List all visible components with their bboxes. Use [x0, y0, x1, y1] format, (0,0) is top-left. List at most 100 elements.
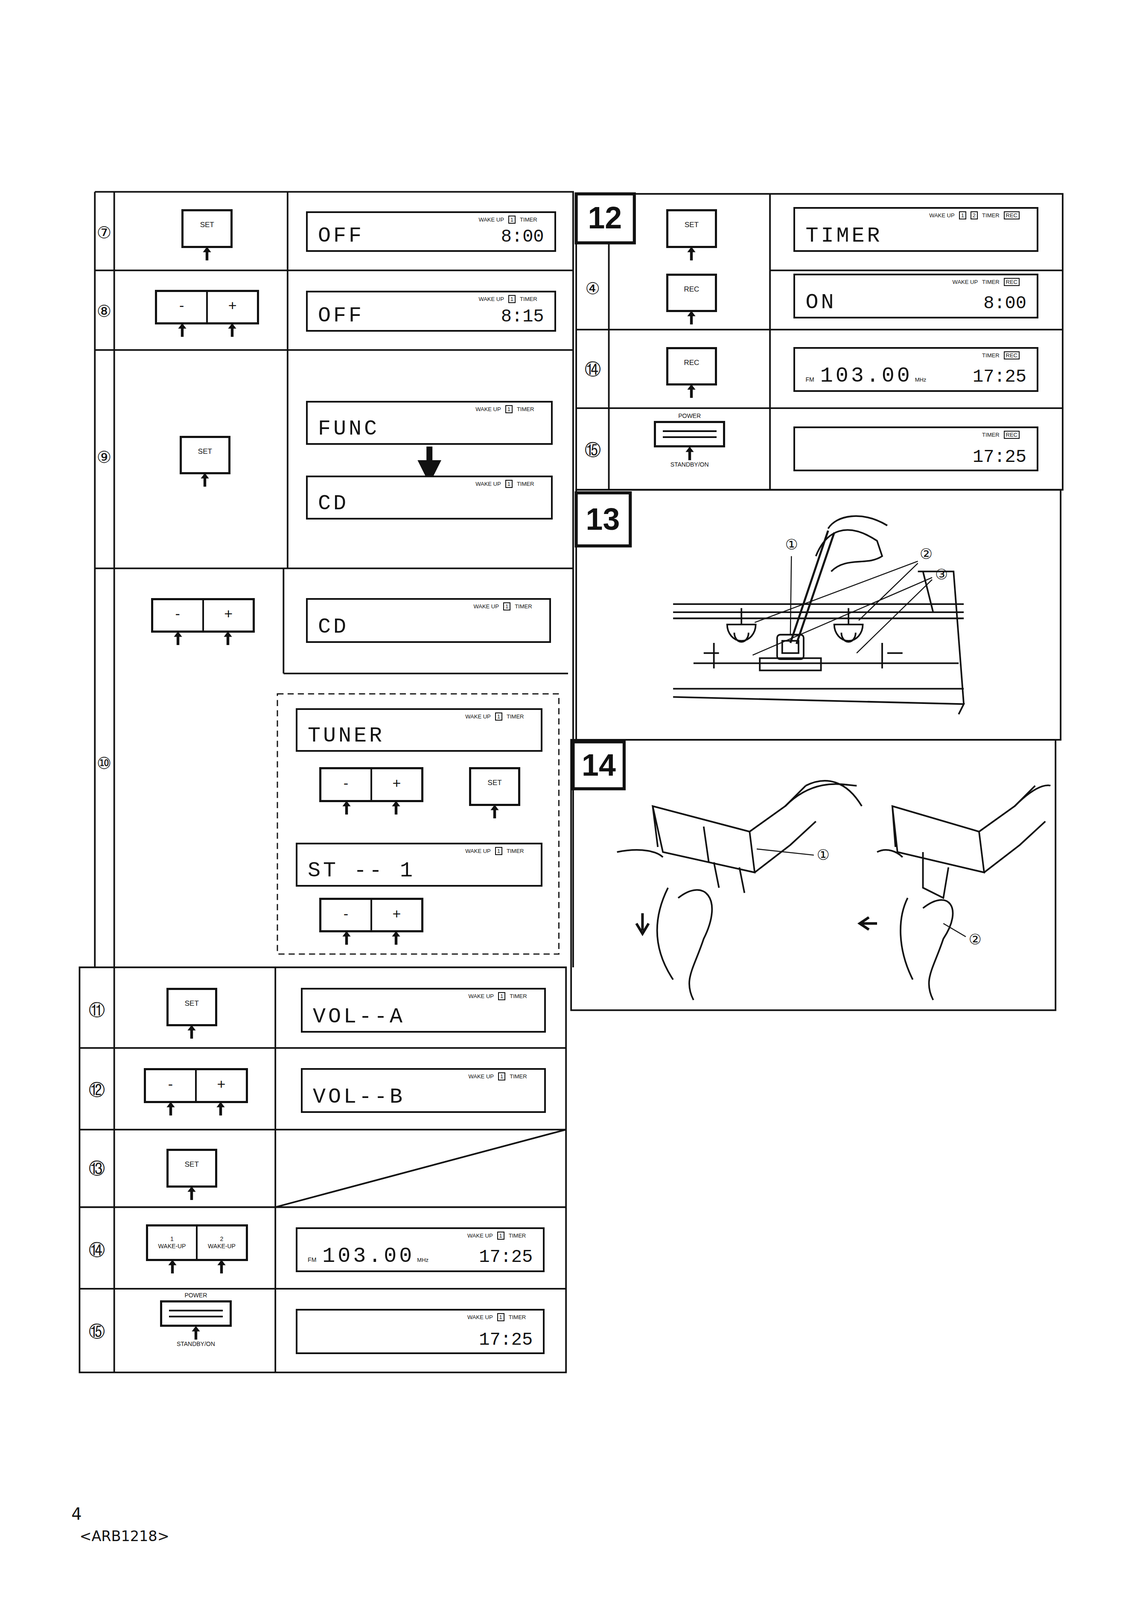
indicator: TIMER: [982, 212, 1000, 219]
indicator: TIMER: [516, 480, 534, 487]
section-number: 12: [587, 203, 622, 234]
press-arrow: [191, 1325, 201, 1340]
callout-number: ③: [935, 567, 948, 582]
indicator: 1: [959, 211, 967, 220]
button-label: SET: [184, 1160, 199, 1169]
switch-label: POWER: [678, 412, 701, 420]
lcd-display: TIMERREC 17:25: [793, 426, 1039, 472]
indicator: 1: [495, 712, 503, 721]
button: 1WAKE-UP2WAKE-UP: [145, 1224, 248, 1261]
indicator: TIMER: [509, 992, 527, 1000]
press-arrow: [173, 631, 183, 645]
press-arrow: [391, 800, 401, 815]
indicator-row: WAKE UP1TIMER: [467, 1312, 526, 1321]
display-row: CD: [317, 616, 540, 638]
switch-body: [653, 420, 726, 448]
button: SET: [469, 766, 521, 806]
indicator: WAKE UP: [929, 212, 955, 219]
callout-number: ⑭: [584, 361, 601, 378]
button-half: -: [321, 769, 371, 800]
display-row: VOL--B: [312, 1086, 534, 1108]
press-arrow: [686, 310, 697, 325]
indicator-row: WAKE UP1TIMER: [465, 846, 524, 855]
button: -+: [154, 289, 260, 325]
indicator: WAKE UP: [952, 278, 978, 286]
button-label: SET: [684, 220, 699, 230]
display-row: FM103.00MHz17:25: [307, 1245, 533, 1267]
indicator: 1: [498, 1072, 506, 1081]
press-arrow: [341, 800, 352, 815]
button-half: -: [157, 291, 207, 323]
switch-bar: [169, 1309, 223, 1318]
lcd-display: WAKE UP1TIMER ST -- 1: [295, 842, 543, 887]
button: REC: [666, 346, 718, 386]
indicator: WAKE UP: [473, 603, 499, 610]
indicator: TIMER: [508, 1313, 526, 1321]
display-row: VOL--A: [312, 1005, 534, 1028]
press-arrow-wrap: [685, 447, 695, 461]
display-row: 17:25: [307, 1330, 533, 1349]
unit-label: MHz: [915, 376, 927, 383]
indicator-row: TIMERREC: [982, 351, 1020, 360]
lcd-display: WAKE UP1TIMERCD: [306, 597, 551, 643]
indicator-row: TIMERREC: [982, 430, 1020, 439]
indicator: 1: [508, 215, 516, 224]
display-text: ST -- 1: [307, 859, 416, 882]
lcd-display: WAKE UP1TIMERFUNC: [306, 400, 553, 445]
display-row: 17:25: [805, 448, 1027, 467]
press-arrow: [186, 1024, 197, 1039]
indicator: TIMER: [982, 431, 1000, 438]
band-label: FM: [805, 376, 814, 383]
display-row: OFF8:00: [317, 225, 545, 247]
clock-readout: 17:25: [478, 1330, 533, 1349]
button: SET: [181, 209, 233, 248]
button-half: +: [195, 1069, 246, 1101]
button-label: WAKE-UP: [158, 1242, 187, 1250]
indicator: 1: [503, 602, 511, 611]
callout-number: ⑫: [88, 1081, 105, 1098]
callout-number: ⑭: [88, 1241, 105, 1258]
switch-label: POWER: [184, 1291, 207, 1299]
callout-number: ⑨: [96, 448, 112, 466]
unit-label: MHz: [416, 1256, 429, 1263]
indicator-row: WAKE UP1TIMER: [468, 1072, 527, 1081]
display-row: FM103.00MHz17:25: [805, 365, 1027, 387]
callout-number: ②: [919, 546, 933, 561]
lcd-display: WAKE UP1TIMERFM103.00MHz17:25: [295, 1227, 545, 1272]
press-arrow: [166, 1101, 176, 1116]
section-number: 13: [585, 504, 621, 535]
lcd-display: WAKE UP1TIMER 17:25: [295, 1308, 545, 1354]
button-label: SET: [198, 447, 213, 456]
section-number: 14: [581, 749, 616, 781]
lcd-display: WAKE UP1TIMERVOL--A: [300, 987, 546, 1033]
button: -+: [319, 766, 424, 802]
clock-readout: 17:25: [478, 1247, 533, 1266]
button-half: +: [370, 769, 422, 800]
press-arrow: [686, 384, 697, 398]
indicator-row: WAKE UP1TIMER: [475, 479, 534, 488]
clock-readout: 17:25: [972, 367, 1027, 386]
callout-number: ①: [816, 847, 830, 862]
indicator: REC: [1003, 351, 1020, 360]
indicator: WAKE UP: [468, 992, 494, 1000]
button-label: 2: [220, 1235, 224, 1243]
switch-body: [160, 1300, 232, 1327]
display-text: CD: [317, 616, 349, 638]
callout-number: ⑬: [88, 1159, 105, 1176]
callout-number: ①: [785, 537, 799, 552]
press-arrow: [227, 323, 237, 337]
button: -+: [151, 597, 256, 633]
indicator: TIMER: [519, 216, 537, 223]
press-arrow: [391, 930, 401, 945]
display-text: 103.00: [322, 1245, 415, 1267]
callout-number: ④: [585, 280, 600, 297]
press-arrow: [216, 1259, 227, 1274]
indicator-row: WAKE UP1TIMER: [475, 405, 534, 414]
indicator: WAKE UP: [478, 295, 504, 303]
button-sign: -: [175, 606, 181, 621]
clock-readout: 8:00: [501, 227, 545, 246]
button-label: SET: [487, 778, 502, 788]
press-arrow: [167, 1259, 178, 1274]
lcd-display: WAKE UPTIMERRECON8:00: [793, 273, 1039, 319]
press-arrow: [489, 804, 500, 819]
